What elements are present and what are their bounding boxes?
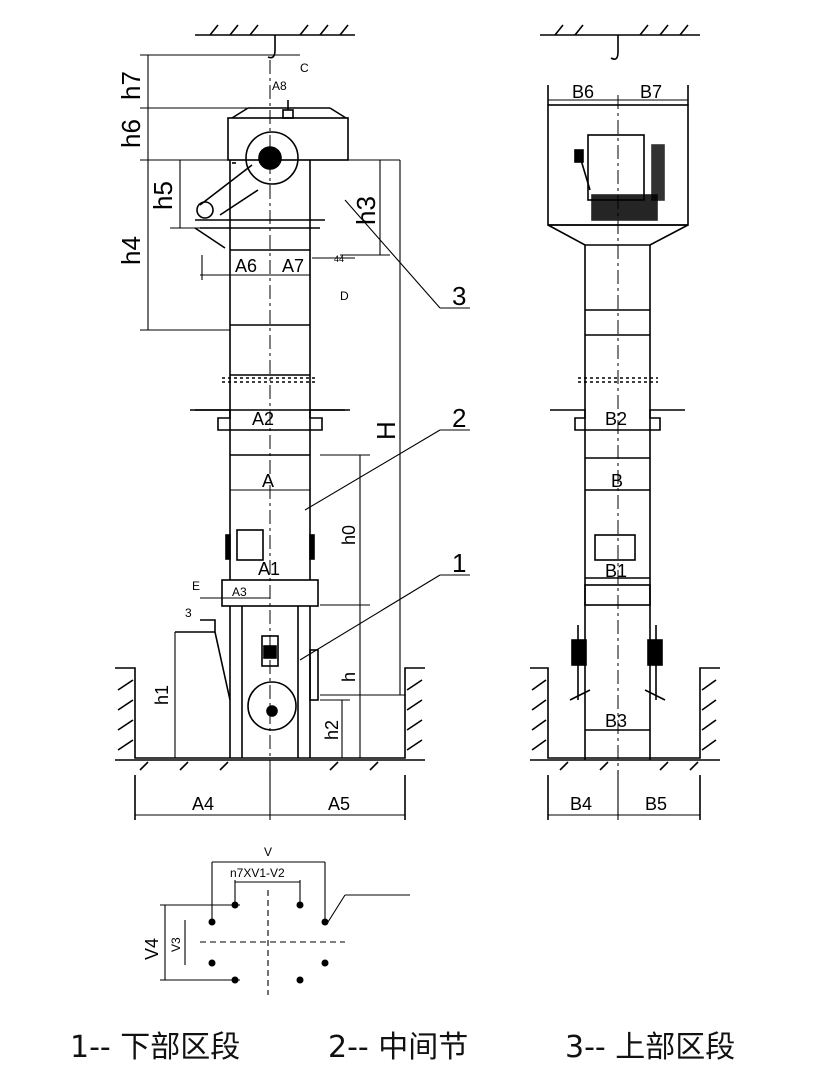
label-V4: V4 (142, 938, 162, 960)
dimension-labels: h7 h6 h5 h4 h3 H h0 h h1 h2 A8 C D E A6 … (116, 61, 667, 960)
label-A: A (262, 471, 274, 491)
label-B: B (611, 471, 623, 491)
label-A3: A3 (232, 585, 247, 599)
ceiling-right (540, 24, 700, 60)
bolt-pattern (160, 861, 410, 995)
drive-arm (194, 164, 325, 249)
label-V: V (264, 845, 272, 859)
label-44: 44 (334, 254, 344, 264)
head-right (547, 95, 689, 770)
label-A8: A8 (272, 79, 287, 93)
head-section (227, 100, 349, 185)
label-E: E (192, 579, 200, 593)
label-h2: h2 (322, 720, 342, 740)
ceiling-left (195, 24, 355, 59)
label-h5: h5 (148, 181, 178, 210)
label-B3: B3 (605, 711, 627, 731)
pit-left (115, 667, 425, 820)
label-A7: A7 (282, 256, 304, 276)
label-A4: A4 (192, 794, 214, 814)
label-A6: A6 (235, 256, 257, 276)
label-h4: h4 (116, 236, 146, 265)
callout-3: 3 (452, 281, 466, 311)
caption-part2: 2-- 中间节 (328, 1030, 469, 1065)
label-B4: B4 (570, 794, 592, 814)
casing-left (175, 60, 350, 770)
label-A5: A5 (328, 794, 350, 814)
label-B6: B6 (572, 82, 594, 102)
label-h0: h0 (339, 525, 359, 545)
pit-right (530, 85, 720, 820)
label-B1: B1 (605, 561, 627, 581)
callout-1: 1 (452, 548, 466, 578)
label-B7: B7 (640, 82, 662, 102)
bolt-holes[interactable] (208, 901, 329, 984)
caption-part3: 3-- 上部区段 (565, 1030, 736, 1065)
label-D: D (340, 289, 349, 303)
callout-2: 2 (452, 403, 466, 433)
label-V3: V3 (169, 937, 183, 952)
label-small-3: 3 (185, 606, 192, 620)
label-h6: h6 (116, 119, 146, 148)
label-h7: h7 (116, 71, 146, 100)
label-A1: A1 (258, 559, 280, 579)
label-h: h (339, 672, 359, 682)
label-C: C (300, 61, 309, 75)
label-A2: A2 (252, 409, 274, 429)
label-B5: B5 (645, 794, 667, 814)
label-h3: h3 (351, 196, 381, 225)
dims-lower-left (174, 255, 405, 758)
label-B2: B2 (605, 409, 627, 429)
caption-part1: 1-- 下部区段 (70, 1030, 241, 1065)
callout-leaders (299, 199, 470, 661)
dims-h5-h4-h3 (140, 159, 401, 695)
label-H: H (371, 421, 401, 440)
label-h1: h1 (152, 685, 172, 705)
casing-right (550, 245, 685, 760)
label-n7xv: n7XV1-V2 (230, 866, 285, 880)
